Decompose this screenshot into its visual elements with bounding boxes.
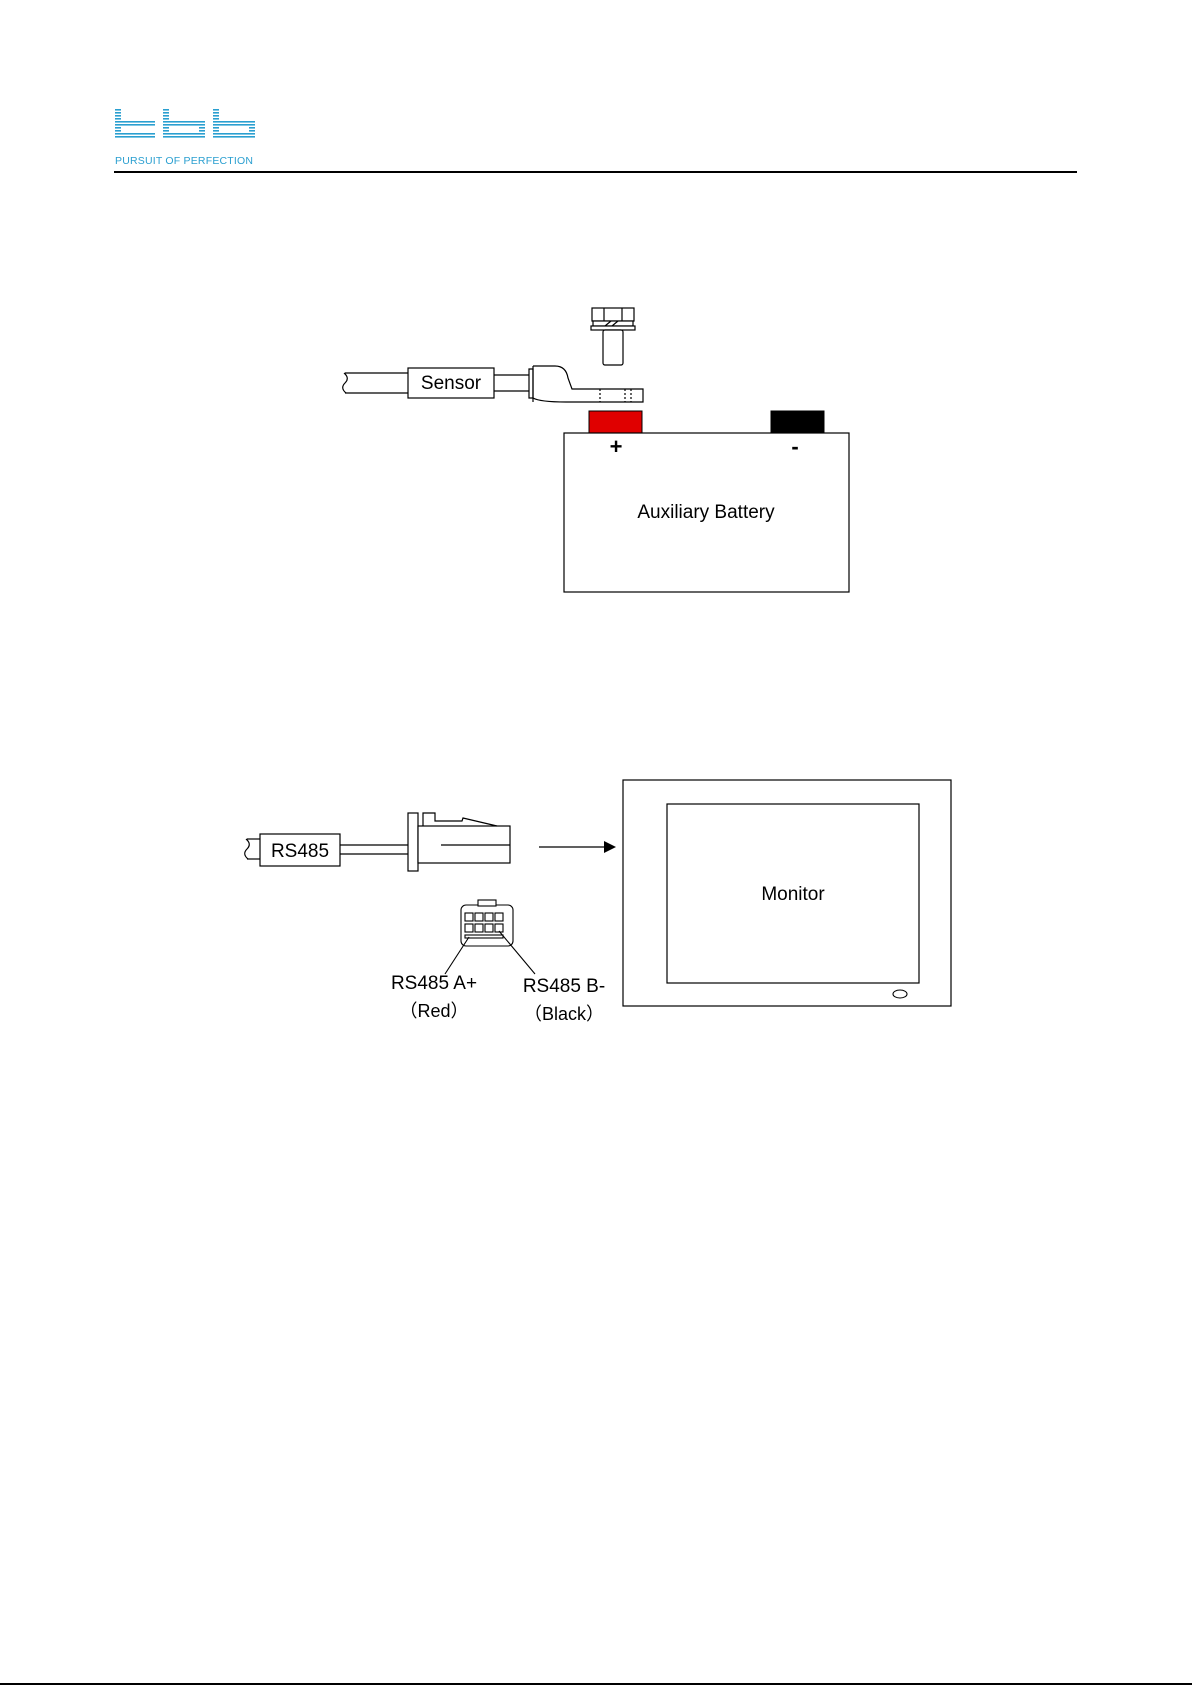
rs485-label: RS485 <box>271 841 329 862</box>
connector-pinout-icon <box>445 900 535 974</box>
pin-b-color: （Black） <box>524 1004 604 1024</box>
arrow-right-icon <box>539 841 616 853</box>
monitor-power-button <box>893 990 907 998</box>
rs485-monitor-diagram: RS485 RS485 A+ （Red） RS485 B- （Black） Mo… <box>0 0 1192 1060</box>
pin-b-label: RS485 B- <box>523 976 605 997</box>
pin-a-label: RS485 A+ <box>391 973 477 994</box>
pin-a-color: （Red） <box>399 1001 468 1021</box>
monitor-label: Monitor <box>761 884 825 905</box>
